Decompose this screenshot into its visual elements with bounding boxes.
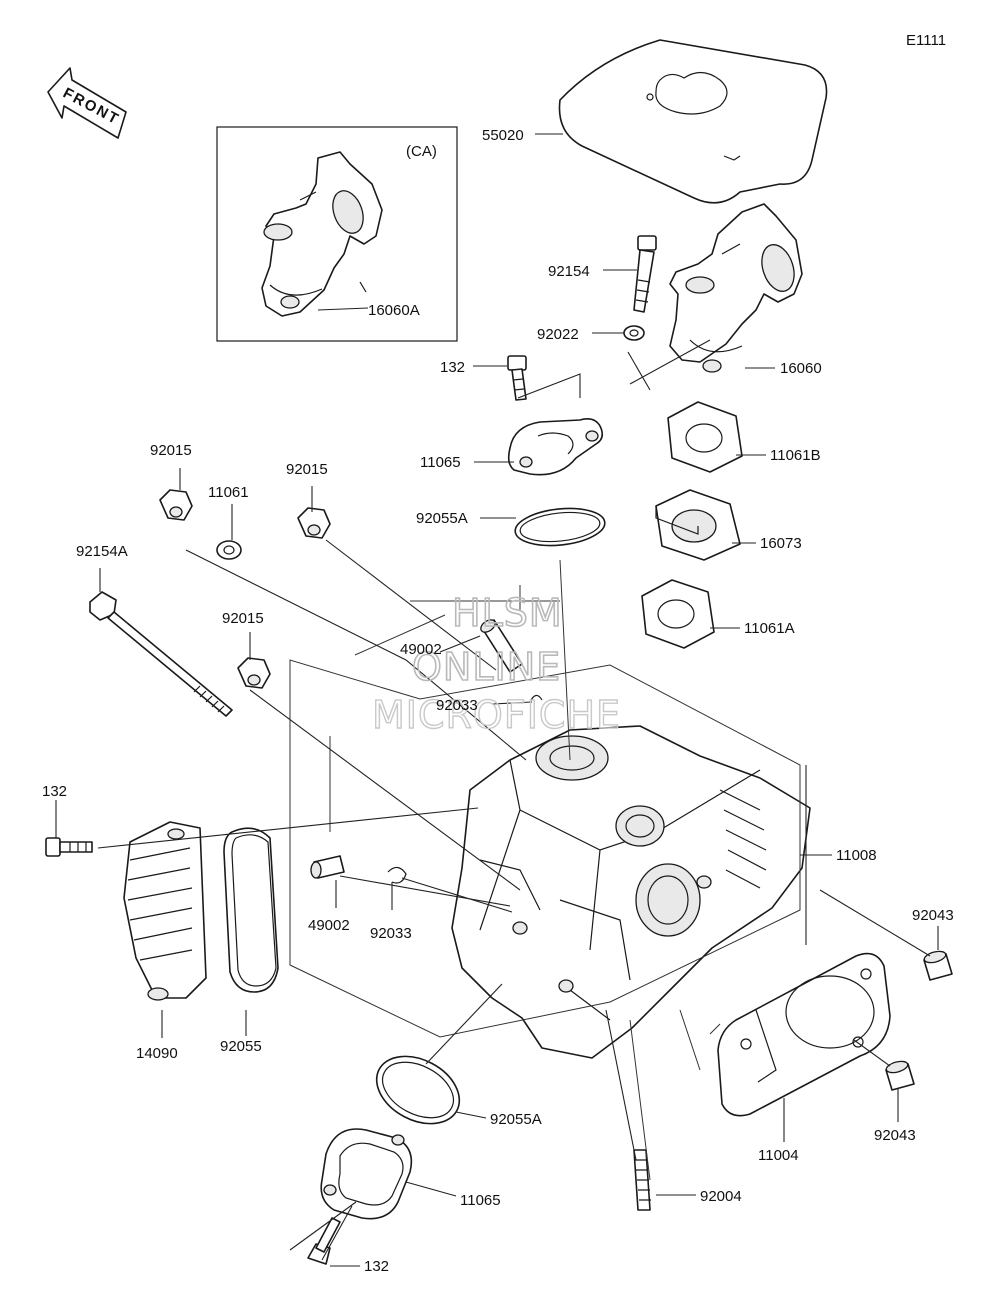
callout-49002-low: 49002 (308, 917, 350, 934)
callout-92015-low: 92015 (222, 610, 264, 627)
callout-11004: 11004 (758, 1147, 799, 1164)
ca-label: (CA) (406, 143, 437, 160)
bolt-132-top (507, 355, 527, 401)
callout-92033-top: 92033 (436, 697, 478, 714)
callout-92154A: 92154A (76, 543, 128, 560)
stud-bolt-92154A (89, 591, 233, 717)
bolt-132-bottom (307, 1217, 341, 1265)
bolt-132-left (45, 837, 93, 857)
cam-follower-49002-low (310, 855, 345, 879)
manifold-16060A (261, 151, 383, 317)
callout-92043-low: 92043 (874, 1127, 916, 1144)
water-cap-11065-low (320, 1128, 413, 1220)
callout-labels: 55020 92154 92022 16060A 16060 132 11065… (42, 127, 954, 1275)
o-ring-92055A-low (375, 1055, 461, 1125)
callout-11065-top: 11065 (420, 454, 461, 471)
callout-11008: 11008 (836, 847, 877, 864)
callout-92055: 92055 (220, 1038, 262, 1055)
front-arrow: FRONT (47, 67, 127, 139)
washer-92022 (623, 325, 645, 341)
dowel-92043-low (885, 1060, 915, 1091)
gasket-11061A (641, 579, 715, 649)
callout-132-top: 132 (440, 359, 465, 376)
callout-92015-mid: 92015 (286, 461, 328, 478)
manifold-16060 (669, 203, 803, 373)
washer-11061 (216, 540, 242, 560)
callout-132-left: 132 (42, 783, 67, 800)
clip-92033-low (387, 866, 407, 884)
cam-follower-49002-top (480, 619, 523, 673)
callout-16060: 16060 (780, 360, 822, 377)
callout-11061: 11061 (208, 484, 249, 501)
watermark-line2: ONLINE (412, 645, 561, 689)
callout-55020: 55020 (482, 127, 524, 144)
callout-92055A-low: 92055A (490, 1111, 542, 1128)
nut-92015-low (237, 657, 271, 689)
water-cap-11065-top (507, 418, 604, 476)
callout-92004: 92004 (700, 1188, 742, 1205)
dowel-92043-top (923, 950, 953, 981)
watermark: HLSM ONLINE MICROFICHE (371, 590, 621, 738)
callout-11061B: 11061B (770, 447, 821, 464)
callout-92154-top: 92154 (548, 263, 590, 280)
callout-16060A: 16060A (368, 302, 420, 319)
side-cover-14090 (123, 821, 207, 1001)
nut-92015-left (159, 489, 193, 521)
callout-92055A-top: 92055A (416, 510, 468, 527)
insulator-16073 (655, 489, 741, 561)
stud-92004 (633, 1149, 651, 1211)
ca-inset-box: (CA) (216, 126, 458, 342)
diagram-code: E1111 (906, 32, 946, 49)
watermark-line1: HLSM (452, 591, 563, 635)
clip-92033-top (529, 694, 543, 703)
callout-92033-low: 92033 (370, 925, 412, 942)
callout-14090: 14090 (136, 1045, 178, 1062)
callout-92022: 92022 (537, 326, 579, 343)
callout-132-bottom: 132 (364, 1258, 389, 1275)
callout-92043-top: 92043 (912, 907, 954, 924)
bolt-92154 (633, 235, 657, 313)
callout-49002-top: 49002 (400, 641, 442, 658)
cylinder-head-11008 (451, 725, 811, 1059)
callout-92015-left: 92015 (150, 442, 192, 459)
callout-11061A: 11061A (744, 620, 795, 637)
head-gasket-11004 (717, 952, 891, 1117)
o-ring-92055A-top (514, 507, 606, 547)
callout-16073: 16073 (760, 535, 802, 552)
watermark-line3: MICROFICHE (372, 693, 621, 737)
nut-92015-mid (297, 507, 331, 539)
insulator-sheet-55020 (558, 39, 828, 204)
leader-lines (55, 133, 939, 1267)
reference-lines (289, 559, 801, 1181)
gasket-11061B (667, 401, 743, 473)
callout-11065-low: 11065 (460, 1192, 501, 1209)
